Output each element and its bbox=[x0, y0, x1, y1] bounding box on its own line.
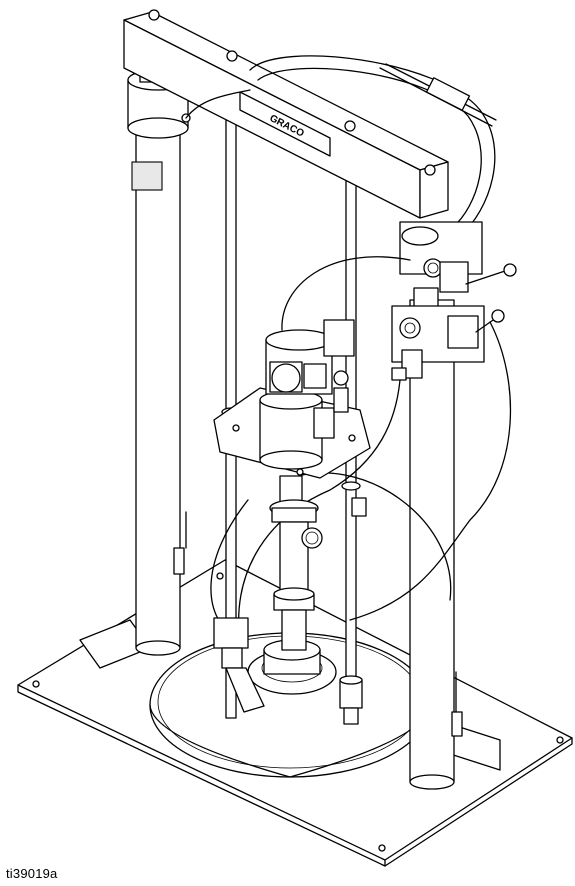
follower-plate bbox=[149, 632, 431, 778]
air-control-panel bbox=[399, 221, 517, 311]
hanging-lines bbox=[379, 63, 497, 127]
left-column bbox=[127, 59, 191, 656]
cross-beam: GRACO bbox=[123, 9, 449, 219]
right-column bbox=[409, 299, 455, 790]
displacement-pump bbox=[269, 475, 323, 651]
bracket-bolts bbox=[173, 497, 463, 737]
figure-id-label: ti39019a bbox=[6, 866, 58, 881]
air-motor bbox=[213, 319, 371, 479]
air-regulator-panel bbox=[391, 305, 505, 381]
fluid-valve bbox=[213, 617, 265, 713]
